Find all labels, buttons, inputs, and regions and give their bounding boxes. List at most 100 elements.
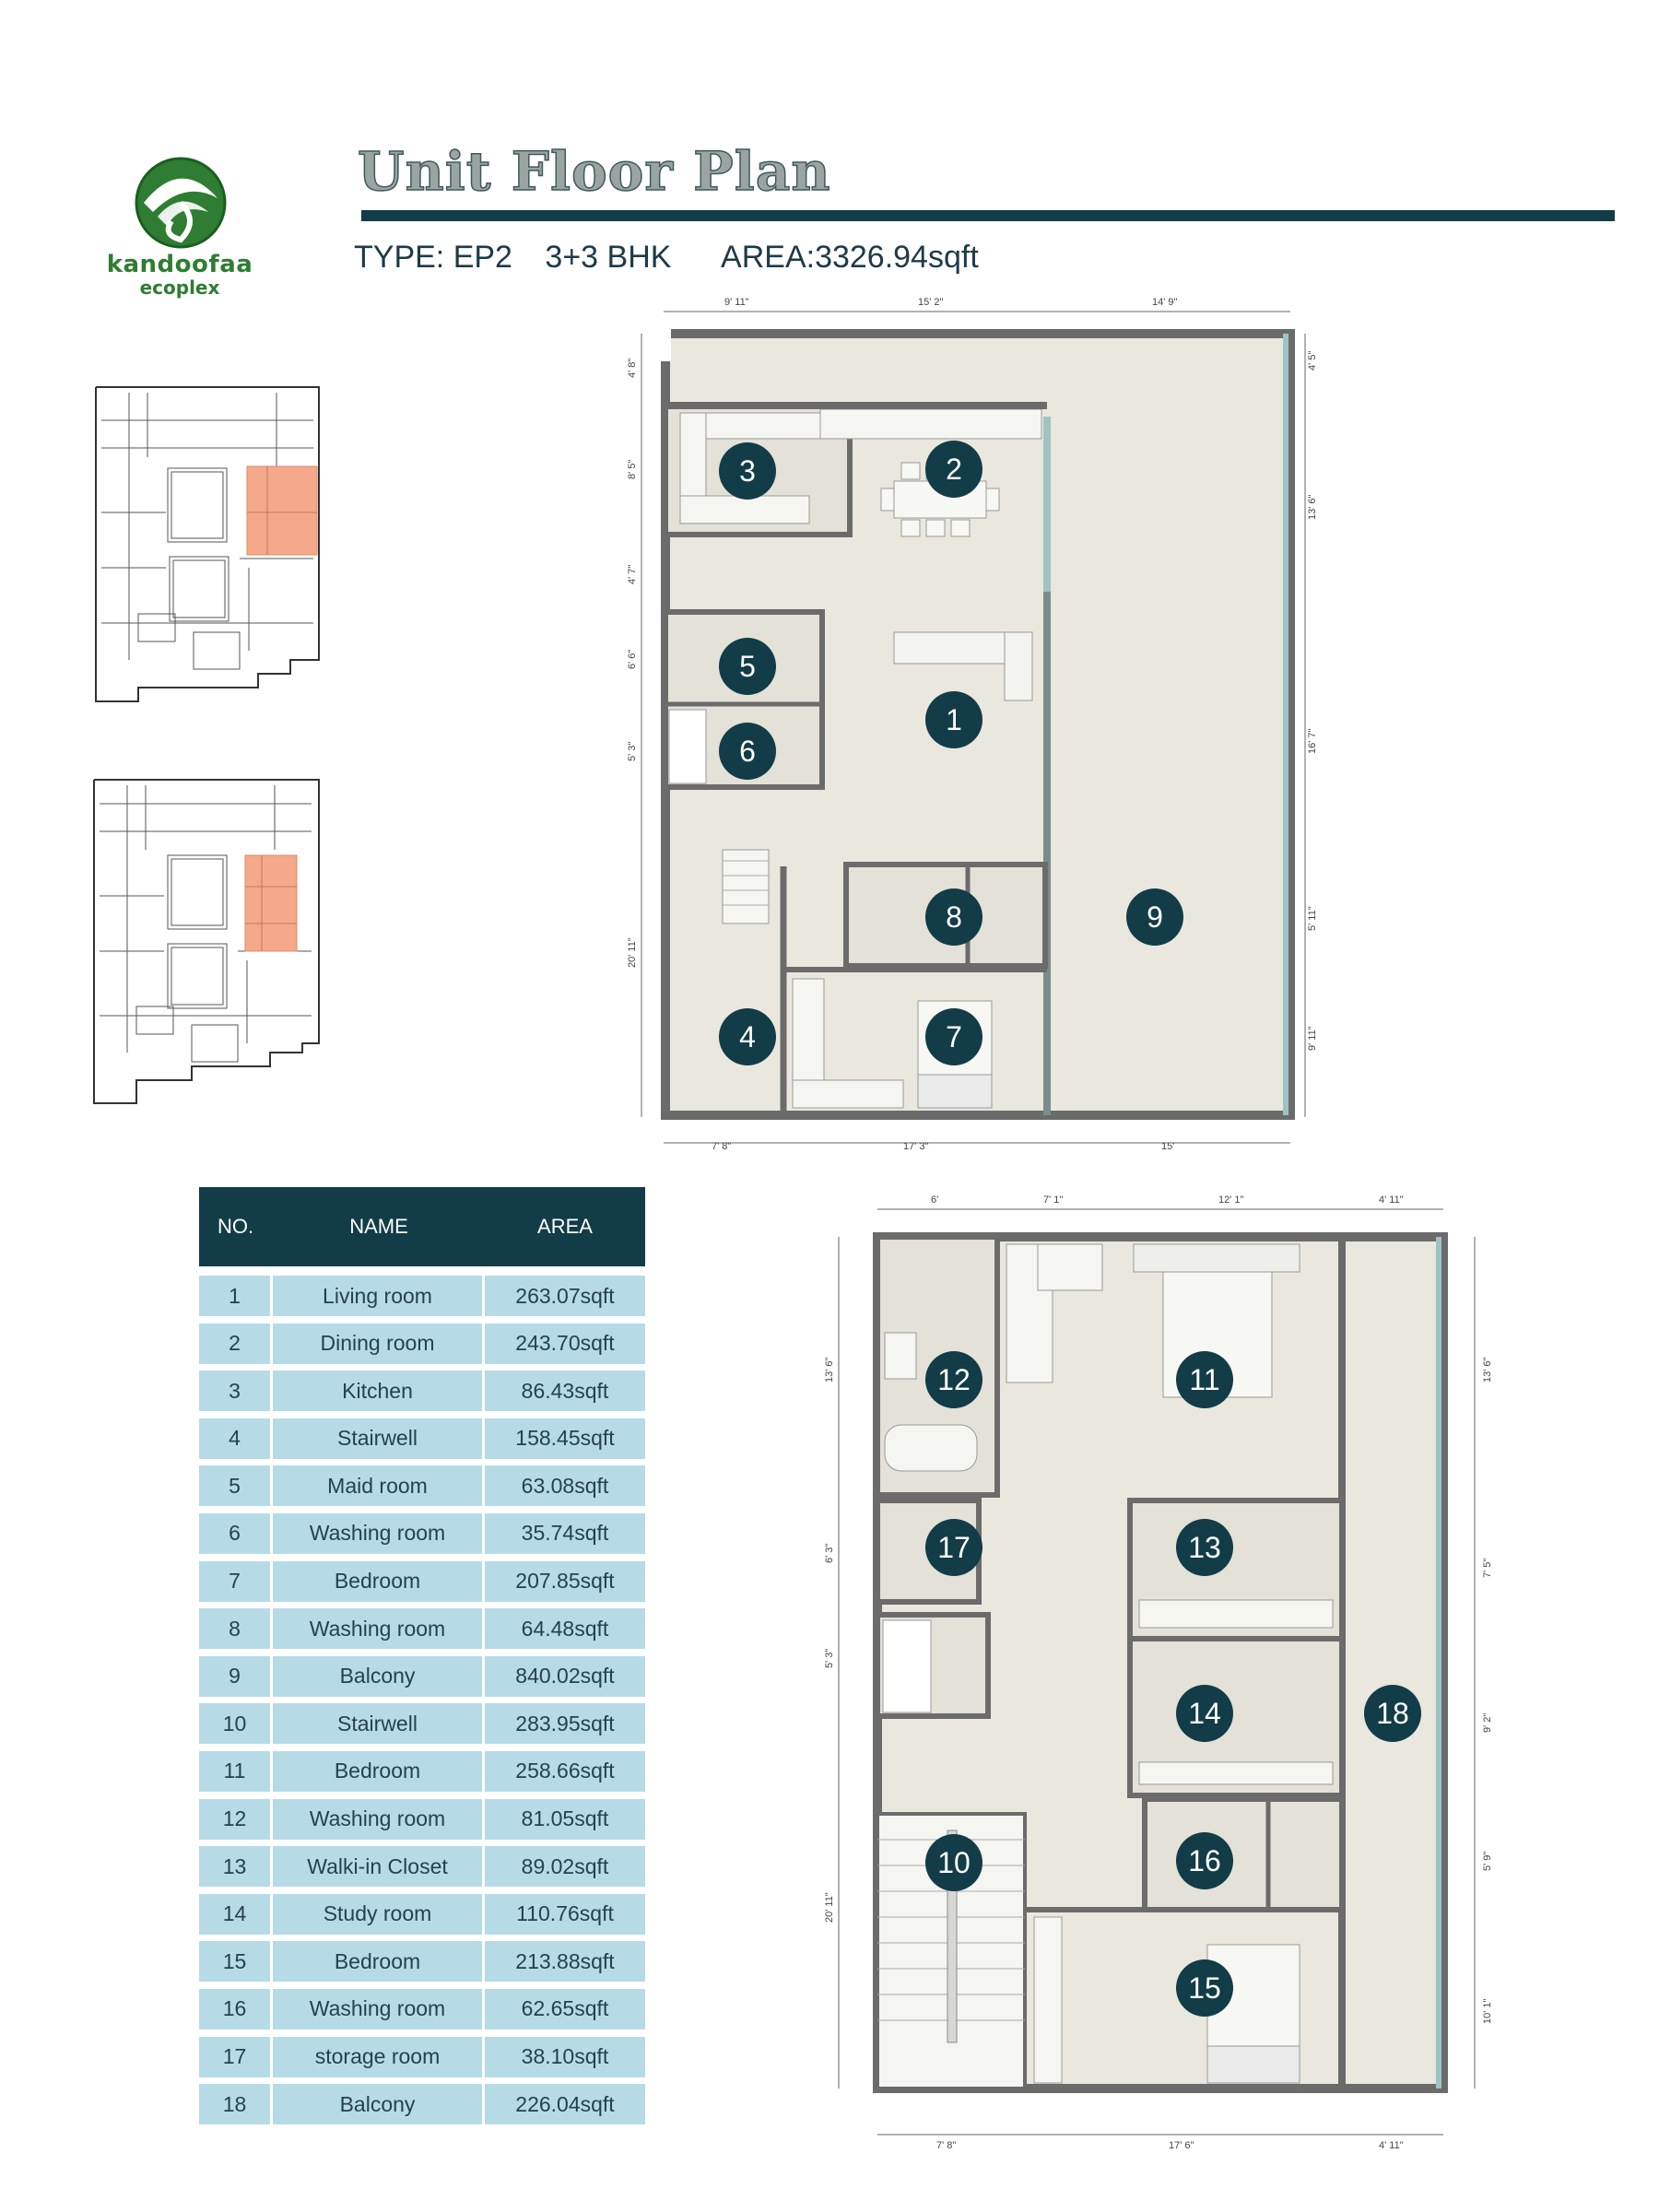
room-name: storage room <box>273 2036 485 2077</box>
room-name: Kitchen <box>273 1371 485 1412</box>
dim2-right-3: 9' 2" <box>1482 1712 1493 1733</box>
dim2-left-1: 13' 6" <box>824 1357 835 1382</box>
dim2-left-4: 20' 11" <box>824 1892 835 1923</box>
room-name: Living room <box>273 1276 485 1316</box>
dim-top-1: 9' 11" <box>724 297 749 308</box>
room-marker-1: 1 <box>925 691 982 748</box>
room-area: 64.48sqft <box>521 1616 609 1641</box>
room-marker-13: 13 <box>1176 1519 1233 1576</box>
room-name: Bedroom <box>273 1750 485 1792</box>
room-name: Study room <box>273 1893 485 1935</box>
row-number: 15 <box>199 1941 273 1983</box>
dim-right-4: 5' 11" <box>1307 906 1318 931</box>
row-number: 17 <box>199 2036 273 2077</box>
room-marker-14: 14 <box>1176 1685 1233 1742</box>
row-number: 4 <box>199 1418 273 1459</box>
room-name: Walki-in Closet <box>273 1846 485 1888</box>
room-area: 258.66sqft <box>515 1759 615 1783</box>
room-marker-15: 15 <box>1176 1959 1233 2017</box>
room-marker-6: 6 <box>719 723 776 780</box>
room-name: Washing room <box>273 1608 485 1650</box>
dim2-top-3: 12' 1" <box>1218 1194 1244 1206</box>
room-area: 110.76sqft <box>516 1901 614 1926</box>
room-area: 840.02sqft <box>515 1664 615 1688</box>
row-number: 7 <box>199 1560 273 1602</box>
dim-left-4: 6' 6" <box>627 649 638 669</box>
room-area: 226.04sqft <box>515 2091 615 2116</box>
room-area: 35.74sqft <box>521 1521 609 1546</box>
dim-left-5: 5' 3" <box>627 741 638 761</box>
row-number: 9 <box>199 1655 273 1697</box>
dim-right-2: 13' 6" <box>1307 494 1318 520</box>
dim-right-5: 9' 11" <box>1307 1026 1318 1051</box>
room-marker-7: 7 <box>925 1008 982 1065</box>
title-rule <box>361 210 1615 221</box>
room-marker-16: 16 <box>1176 1832 1233 1889</box>
dim2-right-5: 10' 1" <box>1482 1998 1493 2024</box>
row-number: 14 <box>199 1893 273 1935</box>
dim-top-2: 15' 2" <box>918 297 944 308</box>
row-number: 11 <box>199 1750 273 1792</box>
room-area: 213.88sqft <box>515 1948 615 1973</box>
dim-left-3: 4' 7" <box>627 564 638 584</box>
room-area: 89.02sqft <box>521 1853 609 1878</box>
room-area: 158.45sqft <box>515 1426 615 1451</box>
room-name: Bedroom <box>273 1941 485 1983</box>
dim2-bottom-2: 17' 6" <box>1169 2140 1194 2151</box>
header-area: AREA <box>537 1215 593 1238</box>
table-header: NO. NAME AREA <box>199 1187 645 1266</box>
row-number: 8 <box>199 1608 273 1650</box>
dim2-bottom-1: 7' 8" <box>936 2140 957 2151</box>
row-number: 5 <box>199 1465 273 1507</box>
header-name: NAME <box>349 1215 408 1238</box>
unit-type: TYPE: EP2 <box>354 240 512 275</box>
dim-left-6: 20' 11" <box>627 937 638 968</box>
room-marker-4: 4 <box>719 1008 776 1065</box>
room-marker-10: 10 <box>925 1834 982 1891</box>
row-number: 3 <box>199 1371 273 1412</box>
dim-bottom-1: 7' 8" <box>712 1141 732 1152</box>
brand-name: kandoofaa <box>106 251 253 278</box>
unit-info: TYPE: EP2 3+3 BHK AREA:3326.94sqft <box>354 240 1003 276</box>
dim2-right-1: 13' 6" <box>1482 1357 1493 1382</box>
dim2-right-4: 5' 9" <box>1482 1851 1493 1871</box>
dim-right-3: 16' 7" <box>1307 728 1318 754</box>
room-area: 243.70sqft <box>515 1331 615 1356</box>
room-name: Balcony <box>273 2084 485 2125</box>
room-marker-18: 18 <box>1364 1685 1421 1742</box>
room-name: Dining room <box>273 1323 485 1364</box>
dim-right-1: 4' 5" <box>1307 350 1318 371</box>
dim-bottom-3: 15' <box>1161 1141 1175 1152</box>
room-area: 86.43sqft <box>521 1378 609 1403</box>
room-marker-2: 2 <box>925 441 982 498</box>
dim2-top-1: 6' <box>931 1194 939 1206</box>
dim2-top-2: 7' 1" <box>1043 1194 1064 1206</box>
floor-plan-lower <box>838 1208 1476 2136</box>
room-name: Washing room <box>273 1798 485 1840</box>
page-title: Unit Floor Plan <box>357 139 831 204</box>
row-number: 6 <box>199 1512 273 1554</box>
dim2-left-3: 5' 3" <box>824 1648 835 1668</box>
dim2-right-2: 7' 5" <box>1482 1558 1493 1578</box>
room-area: 62.65sqft <box>521 1996 609 2021</box>
room-name: Balcony <box>273 1655 485 1697</box>
row-number: 10 <box>199 1703 273 1745</box>
room-area: 283.95sqft <box>515 1711 615 1735</box>
kandoofaa-logo-icon <box>135 157 227 249</box>
dim-left-2: 8' 5" <box>627 459 638 479</box>
room-area: 38.10sqft <box>521 2044 609 2068</box>
room-name: Maid room <box>273 1465 485 1507</box>
